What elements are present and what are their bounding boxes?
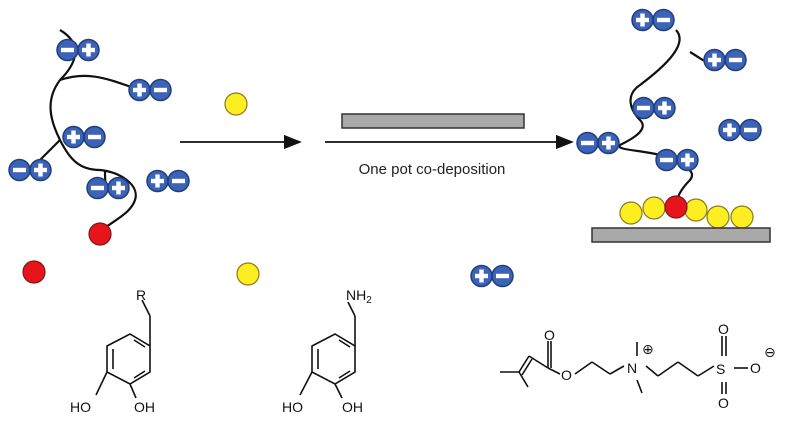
- dopamine-oh-label: OH: [342, 399, 363, 415]
- sbma-anion-charge: ⊖: [764, 344, 776, 360]
- left-polymer-chain: [49, 29, 137, 233]
- yellow-particle: [224, 92, 248, 116]
- zwitterion-unit: [86, 176, 130, 200]
- sbma-ester-o: O: [561, 367, 572, 383]
- dopamine-amine-label: NH2: [346, 287, 372, 306]
- zwitterion-unit: [8, 158, 52, 182]
- right-polymer: [576, 8, 762, 211]
- legend-yellow-particle: [236, 262, 260, 286]
- legend-red-particle: [22, 260, 46, 284]
- zwitterion-unit: [703, 48, 747, 72]
- coated-substrate-bar: [591, 227, 771, 243]
- zwitterion-unit: [128, 78, 172, 102]
- sbma-sulfonyl-top-o: O: [718, 321, 729, 337]
- catechol-r-group: R: [136, 287, 146, 303]
- left-polymer: [8, 29, 190, 246]
- sbma-sulfur: S: [716, 361, 725, 377]
- yellow-particle: [684, 198, 708, 222]
- yellow-particle: [619, 201, 643, 225]
- zwitterion-unit: [655, 148, 699, 172]
- red-anchor-particle: [664, 195, 688, 219]
- substrate-bar: [341, 113, 525, 129]
- zwitterion-unit: [718, 118, 762, 142]
- dopamine-structure: [299, 301, 356, 399]
- sbma-sulfonyl-bottom-o: O: [718, 395, 729, 411]
- zwitterion-unit: [576, 131, 620, 155]
- sbma-carbonyl-o: O: [544, 327, 555, 343]
- sbma-cation-charge: ⊕: [642, 341, 654, 357]
- zwitterion-unit: [631, 8, 675, 32]
- yellow-particle: [642, 196, 666, 220]
- process-caption: One pot co-deposition: [359, 161, 506, 178]
- zwitterion-unit: [62, 125, 106, 149]
- catechol-structure: [95, 299, 151, 399]
- deposited-layer: [591, 195, 771, 243]
- right-polymer-chain: [618, 29, 694, 211]
- catechol-ho-label: HO: [70, 399, 91, 415]
- red-anchor-particle: [88, 222, 112, 246]
- sbma-structure: [500, 336, 748, 394]
- legend-zwitterion-unit: [470, 264, 514, 288]
- sbma-nitrogen: N: [627, 360, 637, 376]
- zwitterion-unit: [56, 38, 100, 62]
- catechol-oh-label: OH: [134, 399, 155, 415]
- yellow-particle: [730, 205, 754, 229]
- zwitterion-unit: [632, 96, 676, 120]
- sbma-oxide-o: O: [750, 360, 761, 376]
- zwitterion-unit: [146, 169, 190, 193]
- dopamine-ho-label: HO: [282, 399, 303, 415]
- yellow-particle: [706, 205, 730, 229]
